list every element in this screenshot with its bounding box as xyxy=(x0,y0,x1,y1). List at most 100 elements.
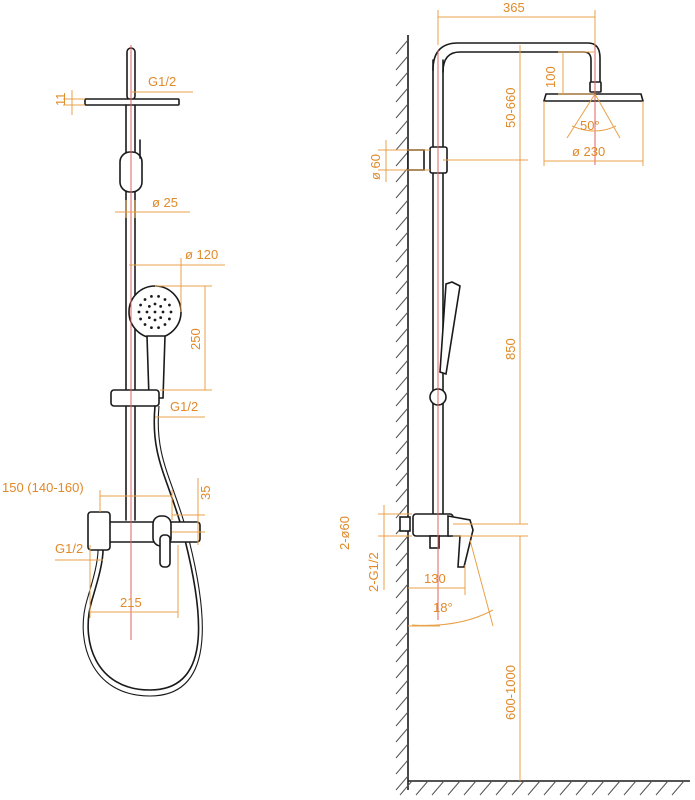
wall-hatch-stroke xyxy=(395,759,409,775)
side-view: 365 100 50-660 50° ø 230 ø 60 850 2-ø60 xyxy=(337,0,690,796)
nozzle-dot xyxy=(163,298,167,301)
floor-hatch-stroke xyxy=(495,780,509,796)
dim-18deg-ray xyxy=(469,539,494,627)
wall-hatch-stroke xyxy=(395,247,409,263)
wall-hatch-stroke xyxy=(395,471,409,487)
side-wall-mount xyxy=(407,149,425,171)
dim-150-label: 150 (140-160) xyxy=(2,480,84,495)
wall-hatch-stroke xyxy=(395,135,409,151)
wall-hatch-stroke xyxy=(395,87,409,103)
hand-shower-handle xyxy=(146,335,166,399)
wall-hatch-stroke xyxy=(395,679,409,695)
wall-hatch-stroke xyxy=(395,487,409,503)
dim-g12-mid-label: G1/2 xyxy=(170,399,198,414)
wall-hatch-stroke xyxy=(395,407,409,423)
nozzle-dot xyxy=(150,295,153,298)
mixer-lever xyxy=(159,534,171,568)
dim-g12-low-label: G1/2 xyxy=(55,541,83,556)
wall-hatch-stroke xyxy=(395,55,409,71)
nozzle-dot xyxy=(168,303,171,307)
dim-d120-label: ø 120 xyxy=(185,247,218,262)
dim-50deg-right xyxy=(594,93,621,139)
floor-hatch-stroke xyxy=(559,780,573,796)
dim-250-label: 250 xyxy=(188,328,203,350)
wall-hatch-stroke xyxy=(395,455,409,471)
dim-18deg-arc xyxy=(411,609,494,626)
dim-d25-label: ø 25 xyxy=(152,195,178,210)
wall-hatch-stroke xyxy=(395,295,409,311)
wall-hatch-stroke xyxy=(395,71,409,87)
dim-600-1000-label: 600-1000 xyxy=(503,665,518,720)
dim-d230-label: ø 230 xyxy=(572,144,605,159)
front-view: G1/2 11 ø 25 ø 120 250 G1/2 150 (140-160… xyxy=(2,45,225,697)
dim-11-label: 11 xyxy=(53,93,68,107)
floor-hatch-stroke xyxy=(399,780,413,796)
nozzle-dot xyxy=(161,310,165,314)
wall-hatch-stroke xyxy=(395,631,409,647)
nozzle-dot xyxy=(143,298,147,301)
nozzle-dot xyxy=(159,316,163,320)
side-mixer-outlet xyxy=(429,535,440,549)
wall-hatch-stroke xyxy=(395,567,409,583)
wall-hatch-stroke xyxy=(395,183,409,199)
wall-hatch-stroke xyxy=(395,311,409,327)
wall-hatching xyxy=(395,39,409,791)
shower-arm-outer xyxy=(432,42,601,83)
floor-hatch-stroke xyxy=(511,780,525,796)
wall-hatch-stroke xyxy=(395,647,409,663)
floor-hatch-stroke xyxy=(591,780,605,796)
floor-hatch-stroke xyxy=(639,780,653,796)
dim-50-660-label: 50-660 xyxy=(503,88,518,128)
wall-hatch-stroke xyxy=(395,103,409,119)
dim-35-label: 35 xyxy=(198,486,213,500)
slider-holder xyxy=(110,389,160,407)
wall-hatch-stroke xyxy=(395,423,409,439)
mixer-left-nut xyxy=(87,511,111,551)
dim-50deg-left xyxy=(566,93,596,139)
wall-hatch-stroke xyxy=(395,535,409,551)
dim-215-label: 215 xyxy=(120,595,142,610)
floor-hatching xyxy=(399,780,685,796)
floor-hatch-stroke xyxy=(671,780,685,796)
wall-hatch-stroke xyxy=(395,375,409,391)
nozzle-dot xyxy=(163,323,167,326)
wall-hatch-stroke xyxy=(395,39,409,55)
wall-hatch-stroke xyxy=(395,663,409,679)
floor-hatch-stroke xyxy=(463,780,477,796)
wall-hatch-stroke xyxy=(395,695,409,711)
wall-hatch-stroke xyxy=(395,199,409,215)
dim-50deg-arc xyxy=(571,125,617,132)
dim-850-label: 850 xyxy=(503,338,518,360)
wall-hatch-stroke xyxy=(395,503,409,519)
floor-hatch-stroke xyxy=(655,780,669,796)
wall-hatch-stroke xyxy=(395,599,409,615)
wall-hatch-stroke xyxy=(395,615,409,631)
nozzle-dot xyxy=(159,304,163,308)
nozzle-dot xyxy=(147,316,151,320)
nozzle-dot xyxy=(145,310,149,314)
nozzle-dot xyxy=(153,302,157,306)
nozzle-dot xyxy=(153,318,157,322)
shower-hose-inner xyxy=(82,405,203,697)
hand-shower-side xyxy=(439,281,461,376)
dim-d60-top-label: ø 60 xyxy=(368,154,383,180)
rain-shower-head xyxy=(84,98,180,106)
nozzle-dot xyxy=(137,310,141,314)
hand-shower-nozzles xyxy=(137,295,173,329)
wall-hatch-stroke xyxy=(395,727,409,743)
wall-hatch-stroke xyxy=(395,743,409,759)
nozzle-dot xyxy=(139,303,142,307)
side-mixer-body xyxy=(412,513,454,537)
dim-18deg-label: 18° xyxy=(433,600,453,615)
floor-hatch-stroke xyxy=(447,780,461,796)
nozzle-dot xyxy=(168,317,171,321)
dim-130-label: 130 xyxy=(424,571,446,586)
nozzle-dot xyxy=(169,310,173,314)
wall-hatch-stroke xyxy=(395,279,409,295)
wall-hatch-stroke xyxy=(395,119,409,135)
floor-hatch-stroke xyxy=(543,780,557,796)
dim-2g12-label: 2-G1/2 xyxy=(366,552,381,592)
nozzle-dot xyxy=(147,304,151,308)
wall-hatch-stroke xyxy=(395,327,409,343)
